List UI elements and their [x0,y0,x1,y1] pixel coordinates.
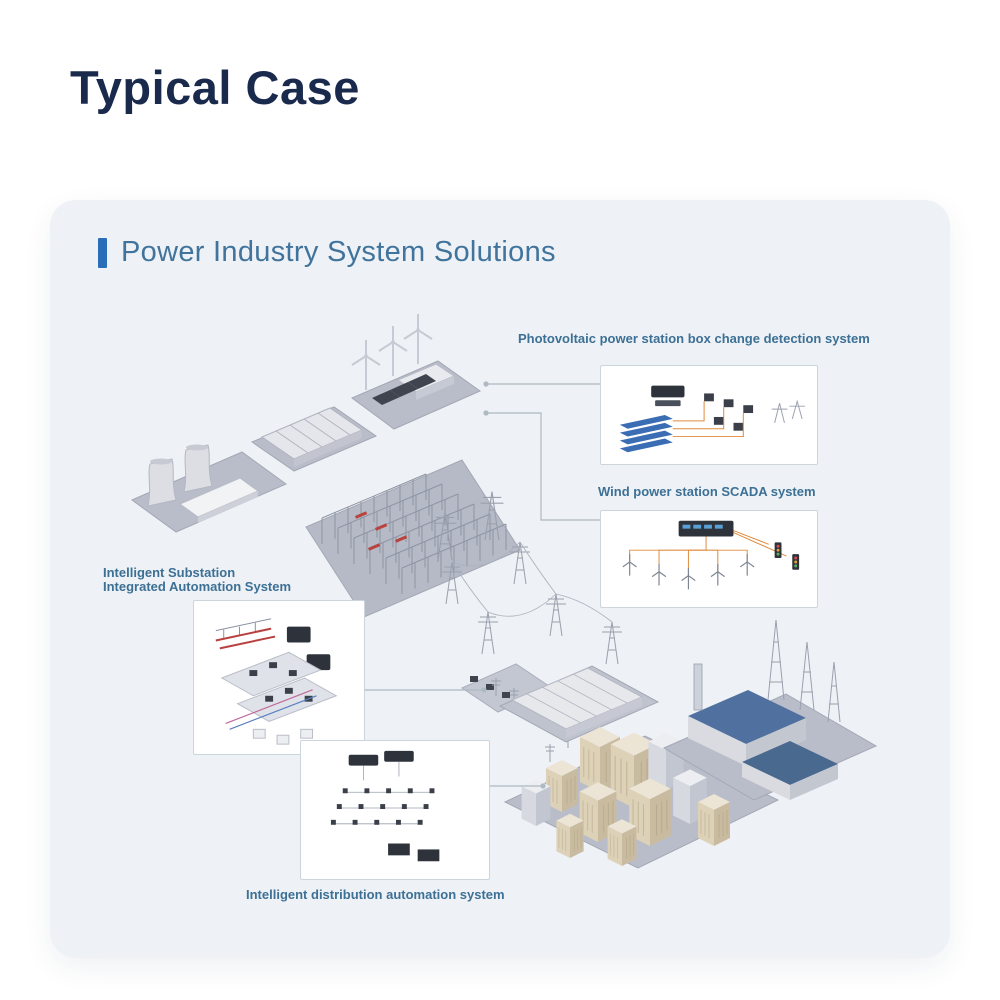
callout-box-wind-scada [600,510,818,608]
callout-label-photovoltaic: Photovoltaic power station box change de… [518,331,870,346]
distribution-diagram [330,750,440,862]
page-title: Typical Case [70,61,360,114]
callout-box-photovoltaic [600,365,818,465]
solar-panels-icon [619,415,673,453]
callout-label-substation: Intelligent Substation Integrated Automa… [103,566,291,594]
card-title: Power Industry System Solutions [121,236,556,268]
card-header: Power Industry System Solutions [98,236,556,269]
callout-label-substation-line2: Integrated Automation System [103,579,292,594]
box-transformers-icon [704,393,754,431]
wind-scada-diagram [622,520,800,590]
accent-bar-icon [98,237,107,268]
callout-label-distribution: Intelligent distribution automation syst… [246,887,505,902]
callout-box-distribution [300,740,490,880]
callout-label-wind: Wind power station SCADA system [598,484,816,499]
callout-box-substation [193,600,365,755]
mini-tower-icon [771,399,806,423]
mini-wind-turbine-icon [622,554,755,590]
photovoltaic-diagram [619,385,806,453]
callout-label-substation-line1: Intelligent Substation [103,565,236,580]
substation-diagram [215,618,338,745]
pole-grid-icon [330,788,435,825]
signal-device-icon [774,542,800,570]
